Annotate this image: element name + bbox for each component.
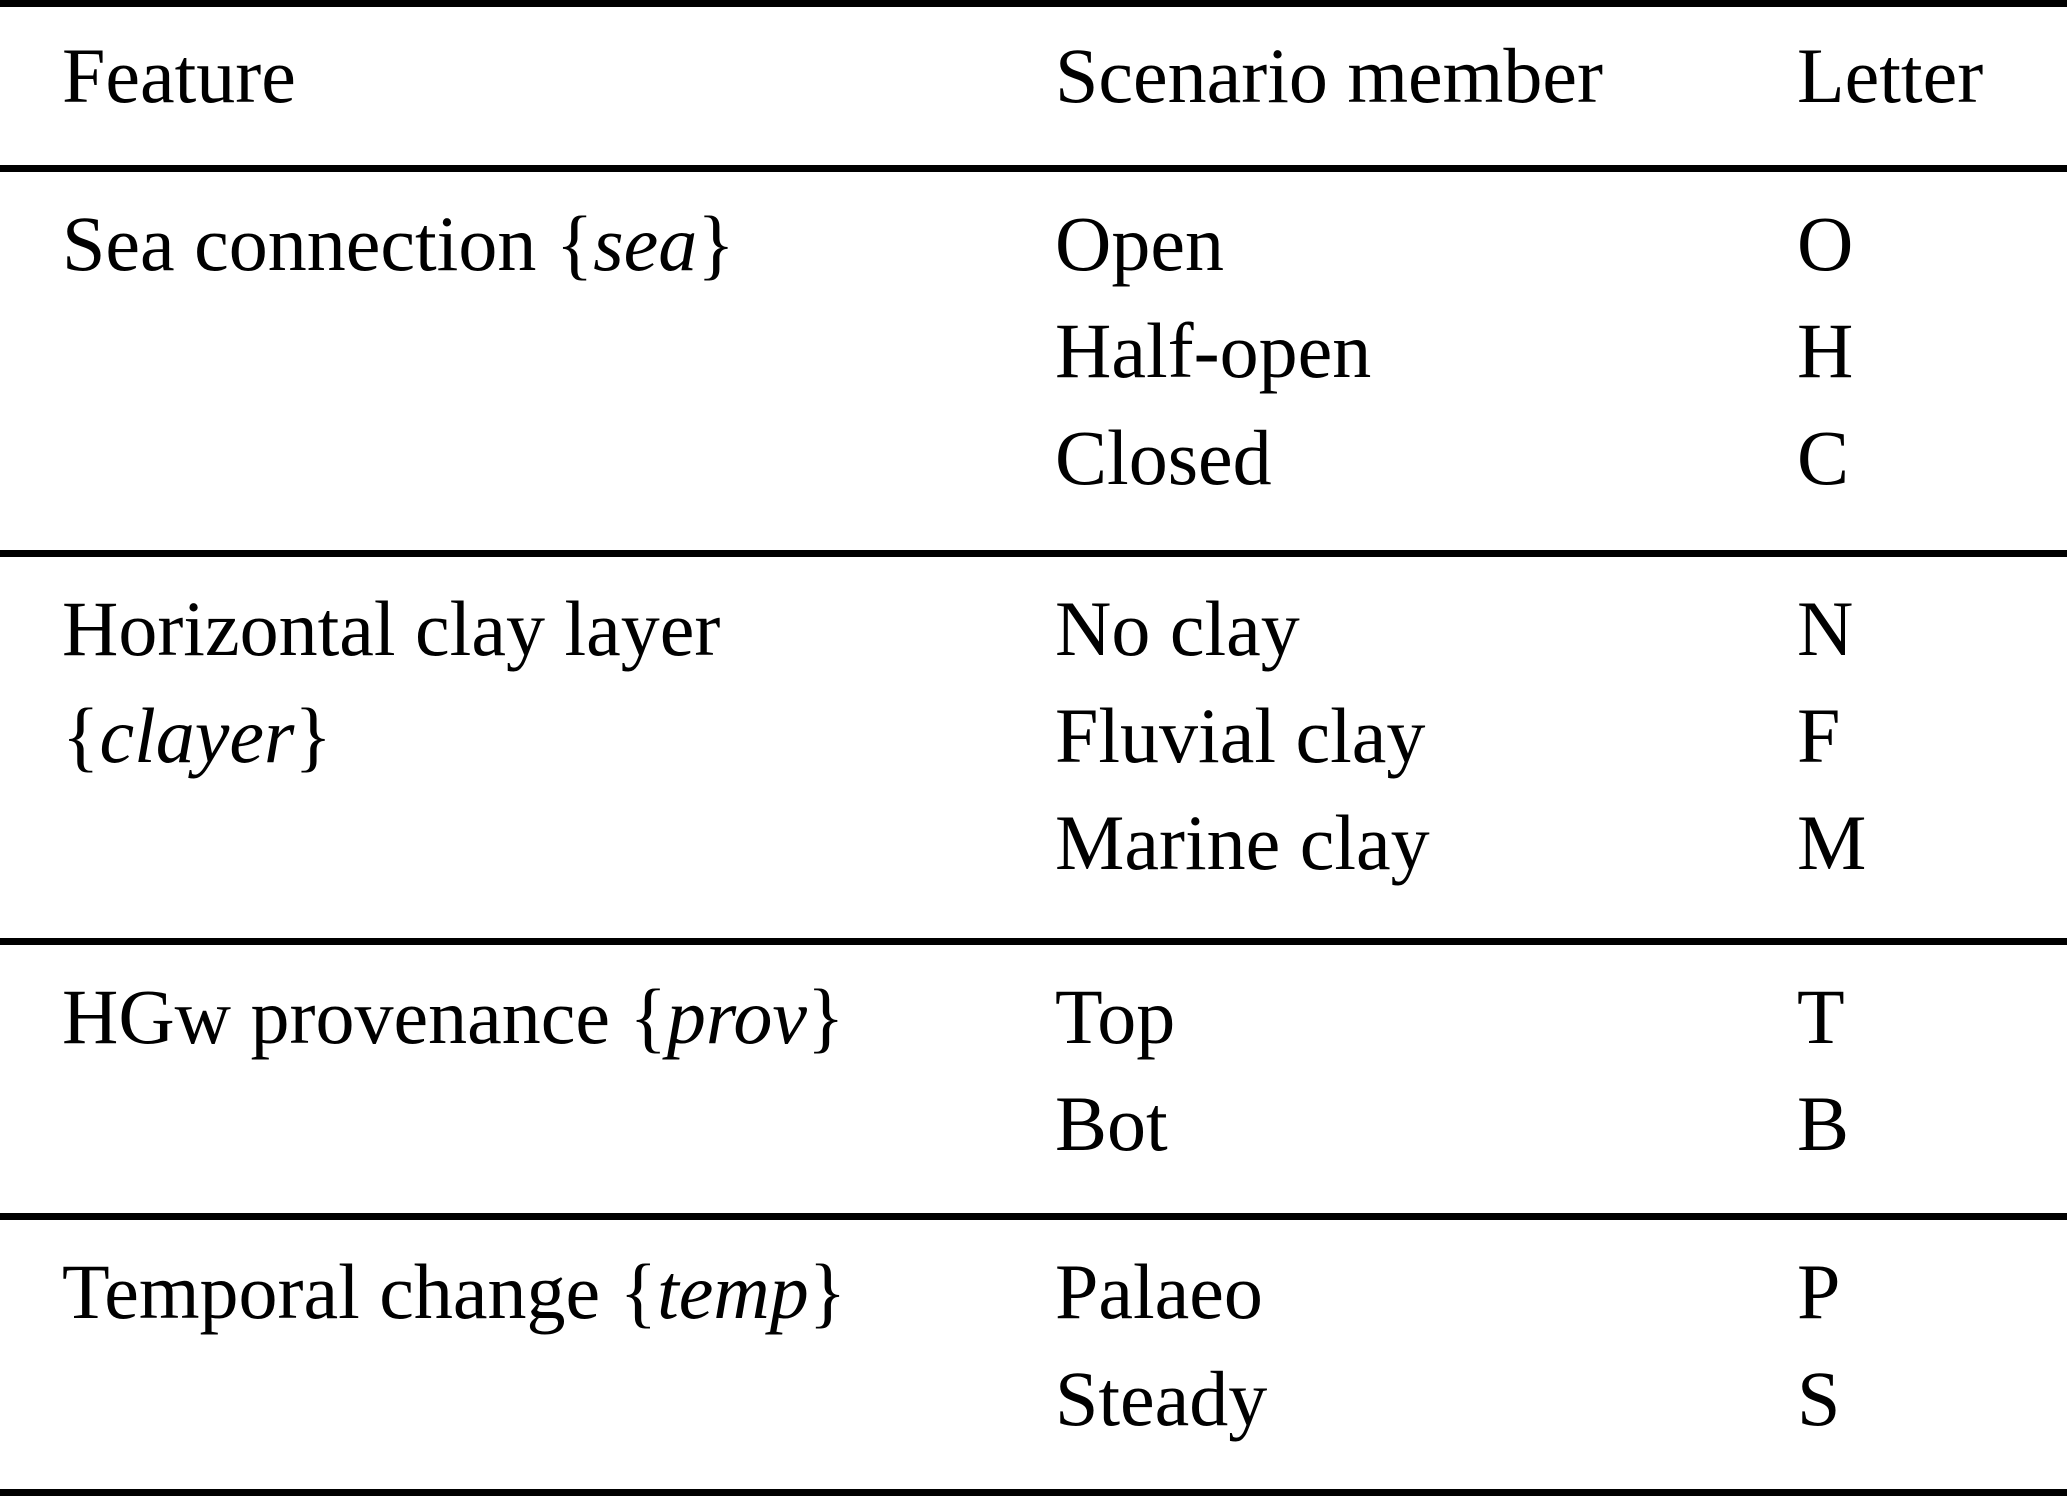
- list-item: Fluvial clay: [1055, 692, 1426, 779]
- list-item: No clay: [1055, 585, 1300, 672]
- letter-cell: P S: [1797, 1238, 2057, 1452]
- list-item: Palaeo: [1055, 1248, 1263, 1335]
- scenario-member-cell: Top Bot: [1055, 963, 1775, 1177]
- feature-cell: Horizontal clay layer {clayer}: [62, 575, 1042, 789]
- feature-cell: Temporal change {temp}: [62, 1238, 1042, 1345]
- letter-code: S: [1797, 1355, 1841, 1442]
- group-separator-rule-2: [0, 938, 2067, 945]
- list-item: Steady: [1055, 1355, 1268, 1442]
- list-item: Open: [1055, 200, 1224, 287]
- letter-cell: N F M: [1797, 575, 2057, 896]
- feature-label: Temporal change {temp}: [62, 1248, 847, 1335]
- table-top-rule: [0, 0, 2067, 7]
- feature-label: Sea connection {sea}: [62, 200, 735, 287]
- feature-label: Horizontal clay layer: [62, 585, 721, 672]
- feature-token: sea: [593, 200, 698, 287]
- letter-code: P: [1797, 1248, 1841, 1335]
- list-item: Marine clay: [1055, 799, 1430, 886]
- letter-code: N: [1797, 585, 1854, 672]
- feature-cell: Sea connection {sea}: [62, 190, 1042, 297]
- column-header-letter: Letter: [1797, 32, 1984, 119]
- column-header-feature: Feature: [62, 32, 296, 119]
- scenario-member-cell: Open Half-open Closed: [1055, 190, 1775, 511]
- scenario-member-cell: Palaeo Steady: [1055, 1238, 1775, 1452]
- feature-token: temp: [657, 1248, 809, 1335]
- letter-code: H: [1797, 307, 1854, 394]
- list-item: Closed: [1055, 414, 1272, 501]
- table-bottom-rule: [0, 1489, 2067, 1496]
- list-item: Bot: [1055, 1080, 1168, 1167]
- table-header-rule: [0, 165, 2067, 172]
- feature-token: clayer: [99, 692, 295, 779]
- group-separator-rule-1: [0, 550, 2067, 557]
- letter-cell: O H C: [1797, 190, 2057, 511]
- list-item: Half-open: [1055, 307, 1372, 394]
- feature-token-line: {clayer}: [62, 692, 332, 779]
- letter-code: F: [1797, 692, 1841, 779]
- feature-label: HGw provenance {prov}: [62, 973, 845, 1060]
- letter-code: C: [1797, 414, 1850, 501]
- letter-code: O: [1797, 200, 1854, 287]
- column-header-scenario-member: Scenario member: [1055, 32, 1603, 119]
- letter-code: B: [1797, 1080, 1850, 1167]
- list-item: Top: [1055, 973, 1176, 1060]
- letter-code: T: [1797, 973, 1845, 1060]
- feature-token: prov: [666, 973, 807, 1060]
- group-separator-rule-3: [0, 1213, 2067, 1220]
- scenario-member-cell: No clay Fluvial clay Marine clay: [1055, 575, 1775, 896]
- feature-cell: HGw provenance {prov}: [62, 963, 1042, 1070]
- letter-cell: T B: [1797, 963, 2057, 1177]
- letter-code: M: [1797, 799, 1867, 886]
